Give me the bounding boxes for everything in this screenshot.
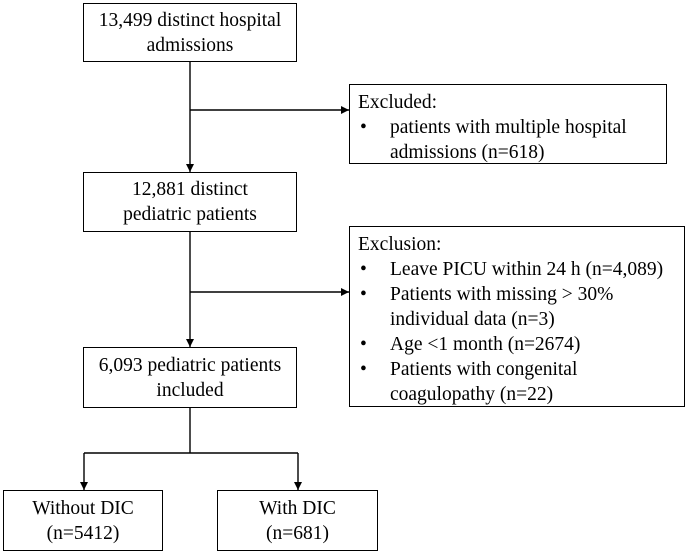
excluded-title: Excluded: — [358, 92, 438, 113]
bullet-icon: • — [360, 117, 367, 138]
without-dic-line-1: Without DIC — [32, 497, 134, 519]
exclusion-item-line: Leave PICU within 24 h (n=4,089) — [390, 259, 664, 280]
without-dic-line-2: (n=5412) — [46, 522, 120, 544]
excluded-item-line-2: admissions (n=618) — [390, 142, 545, 163]
exclusion-item-line: individual data (n=3) — [390, 309, 555, 330]
bullet-icon: • — [360, 359, 367, 380]
excluded-multiple-box: Excluded: • patients with multiple hospi… — [349, 84, 667, 164]
excluded-item: • patients with multiple hospital admiss… — [358, 115, 658, 165]
exclusion-item-line: Age <1 month (n=2674) — [390, 334, 581, 355]
admissions-box: 13,499 distinct hospital admissions — [83, 3, 297, 62]
bullet-icon: • — [360, 284, 367, 305]
exclusion-item-leave-picu: • Leave PICU within 24 h (n=4,089) — [358, 257, 676, 282]
exclusion-criteria-box: Exclusion: • Leave PICU within 24 h (n=4… — [349, 226, 685, 407]
exclusion-list: • Leave PICU within 24 h (n=4,089) • Pat… — [358, 257, 676, 407]
exclusion-title: Exclusion: — [358, 234, 442, 255]
exclusion-item-coagulopathy: • Patients with congenital coagulopathy … — [358, 357, 676, 407]
admissions-line-2: admissions — [146, 34, 234, 56]
distinct-patients-box: 12,881 distinct pediatric patients — [83, 172, 297, 232]
exclusion-item-line: Patients with missing > 30% — [390, 284, 614, 305]
distinct-patients-line-1: 12,881 distinct — [132, 179, 248, 200]
without-dic-box: Without DIC (n=5412) — [3, 490, 163, 551]
bullet-icon: • — [360, 334, 367, 355]
with-dic-line-1: With DIC — [259, 497, 336, 519]
exclusion-item-age: • Age <1 month (n=2674) — [358, 332, 676, 357]
with-dic-box: With DIC (n=681) — [217, 490, 378, 551]
included-patients-box: 6,093 pediatric patients included — [83, 347, 297, 408]
admissions-line-1: 13,499 distinct hospital — [98, 9, 282, 31]
exclusion-item-line: Patients with congenital — [390, 359, 578, 380]
excluded-list: • patients with multiple hospital admiss… — [358, 115, 658, 165]
distinct-patients-line-2: pediatric patients — [123, 204, 257, 225]
with-dic-line-2: (n=681) — [266, 522, 329, 544]
exclusion-item-missing-data: • Patients with missing > 30% individual… — [358, 282, 676, 332]
bullet-icon: • — [360, 259, 367, 280]
exclusion-item-line: coagulopathy (n=22) — [390, 384, 554, 405]
excluded-item-line-1: patients with multiple hospital — [390, 117, 627, 138]
included-line-2: included — [156, 379, 224, 401]
included-line-1: 6,093 pediatric patients — [98, 354, 282, 376]
